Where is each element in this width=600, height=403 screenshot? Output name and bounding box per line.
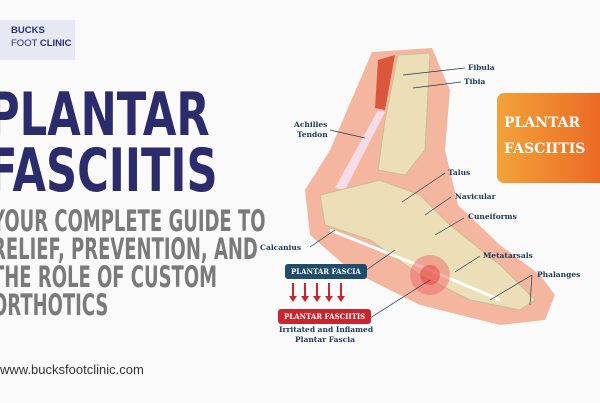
tibia-bone bbox=[377, 52, 431, 176]
plantar-fasciitis-badge: PLANTAR FASCIITIS bbox=[497, 93, 600, 183]
caption-line1: Irritated and Inflamed bbox=[279, 325, 374, 334]
label-leaders bbox=[309, 67, 533, 319]
caption-line2: Plantar Fascia bbox=[295, 335, 355, 344]
achilles-tendon bbox=[335, 110, 385, 190]
subtitle-line1: YOUR COMPLETE GUIDE TO bbox=[0, 204, 266, 238]
foot-bones bbox=[319, 179, 536, 311]
down-arrows bbox=[289, 283, 345, 302]
badge-line1: PLANTAR bbox=[504, 115, 581, 131]
inflammation-core bbox=[420, 265, 440, 285]
label-tendon: Tendon bbox=[297, 130, 328, 139]
subtitle-line4: ORTHOTICS bbox=[0, 288, 109, 322]
label-navicular: Navicular bbox=[455, 192, 496, 201]
subtitle-line3: THE ROLE OF CUSTOM bbox=[0, 260, 218, 294]
label-tibia: Tibia bbox=[464, 77, 486, 86]
label-cuneiforms: Cuneiforms bbox=[468, 212, 517, 221]
title-line1: PLANTAR bbox=[0, 80, 210, 150]
label-talus: Talus bbox=[448, 168, 471, 177]
plantar-fasciitis-tag: PLANTAR FASCIITIS bbox=[278, 309, 372, 324]
logo-line2: FOOT CLINIC bbox=[11, 38, 72, 49]
badge-line2: FASCIITIS bbox=[504, 141, 586, 157]
website-link[interactable]: www.bucksfootclinic.com bbox=[0, 362, 144, 377]
foot-skin bbox=[305, 48, 555, 325]
label-achilles: Achilles bbox=[294, 120, 328, 129]
label-phalanges: Phalanges bbox=[537, 270, 581, 279]
label-fibula: Fibula bbox=[468, 63, 495, 72]
logo-line1: BUCKS bbox=[11, 25, 45, 36]
label-metatarsals: Metatarsals bbox=[483, 251, 533, 260]
plantar-fascia-tag: PLANTAR FASCIA bbox=[285, 264, 367, 279]
achilles-muscle bbox=[375, 55, 395, 110]
subtitle-line2: RELIEF, PREVENTION, AND bbox=[0, 232, 258, 266]
clinic-logo: BUCKS FOOT CLINIC bbox=[0, 20, 75, 60]
label-calcanius: Calcanius bbox=[260, 243, 302, 252]
title-line2: FASCIITIS bbox=[0, 136, 218, 206]
